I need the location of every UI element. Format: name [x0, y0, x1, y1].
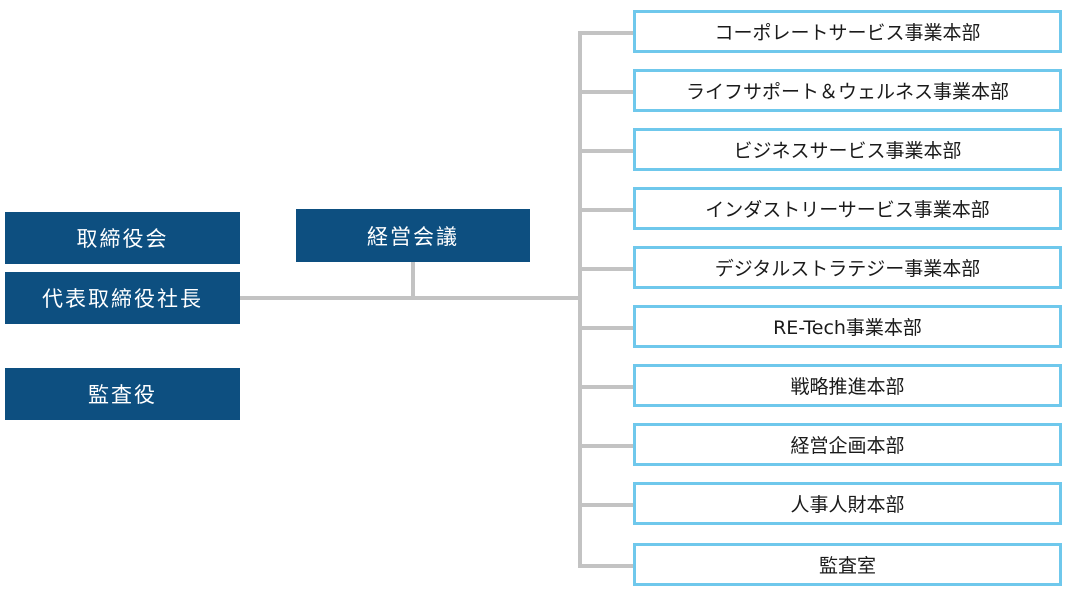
department-box-business-services: ビジネスサービス事業本部	[633, 128, 1062, 171]
branch-connector	[578, 326, 633, 330]
department-box-strategy-promotion: 戦略推進本部	[633, 364, 1062, 407]
department-label: インダストリーサービス事業本部	[705, 199, 990, 221]
branch-connector	[578, 564, 633, 568]
president-label: 代表取締役社長	[42, 287, 203, 311]
department-box-internal-audit: 監査室	[633, 543, 1062, 586]
department-label: 人事人財本部	[790, 494, 905, 516]
auditor-box: 監査役	[5, 368, 240, 420]
department-box-digital-strategy: デジタルストラテジー事業本部	[633, 246, 1062, 289]
management-meeting-label: 経営会議	[367, 224, 459, 249]
branch-connector	[578, 444, 633, 448]
department-label: コーポレートサービス事業本部	[714, 22, 981, 44]
branch-connector	[578, 267, 633, 271]
department-box-industry-services: インダストリーサービス事業本部	[633, 187, 1062, 230]
department-box-re-tech: RE-Tech事業本部	[633, 305, 1062, 348]
department-label: 戦略推進本部	[790, 376, 905, 398]
management-meeting-box: 経営会議	[296, 209, 530, 262]
branch-connector	[578, 149, 633, 153]
department-label: RE-Tech事業本部	[773, 317, 922, 339]
meeting-connector	[411, 262, 415, 298]
department-label: 監査室	[818, 555, 876, 577]
department-label: ビジネスサービス事業本部	[733, 140, 962, 162]
trunk-connector	[578, 31, 582, 568]
department-box-life-support-wellness: ライフサポート＆ウェルネス事業本部	[633, 69, 1062, 112]
department-label: デジタルストラテジー事業本部	[714, 258, 981, 280]
department-box-corporate-services: コーポレートサービス事業本部	[633, 10, 1062, 53]
department-label: 経営企画本部	[790, 435, 905, 457]
branch-connector	[578, 208, 633, 212]
branch-connector	[578, 385, 633, 389]
auditor-label: 監査役	[88, 383, 157, 407]
branch-connector	[578, 503, 633, 507]
board-label: 取締役会	[76, 227, 169, 251]
department-label: ライフサポート＆ウェルネス事業本部	[685, 81, 1009, 103]
branch-connector	[578, 31, 633, 35]
department-box-corporate-planning: 経営企画本部	[633, 423, 1062, 466]
board-box: 取締役会	[5, 212, 240, 264]
branch-connector	[578, 90, 633, 94]
president-box: 代表取締役社長	[5, 272, 240, 324]
department-box-human-resources: 人事人財本部	[633, 482, 1062, 525]
president-connector	[240, 296, 582, 300]
